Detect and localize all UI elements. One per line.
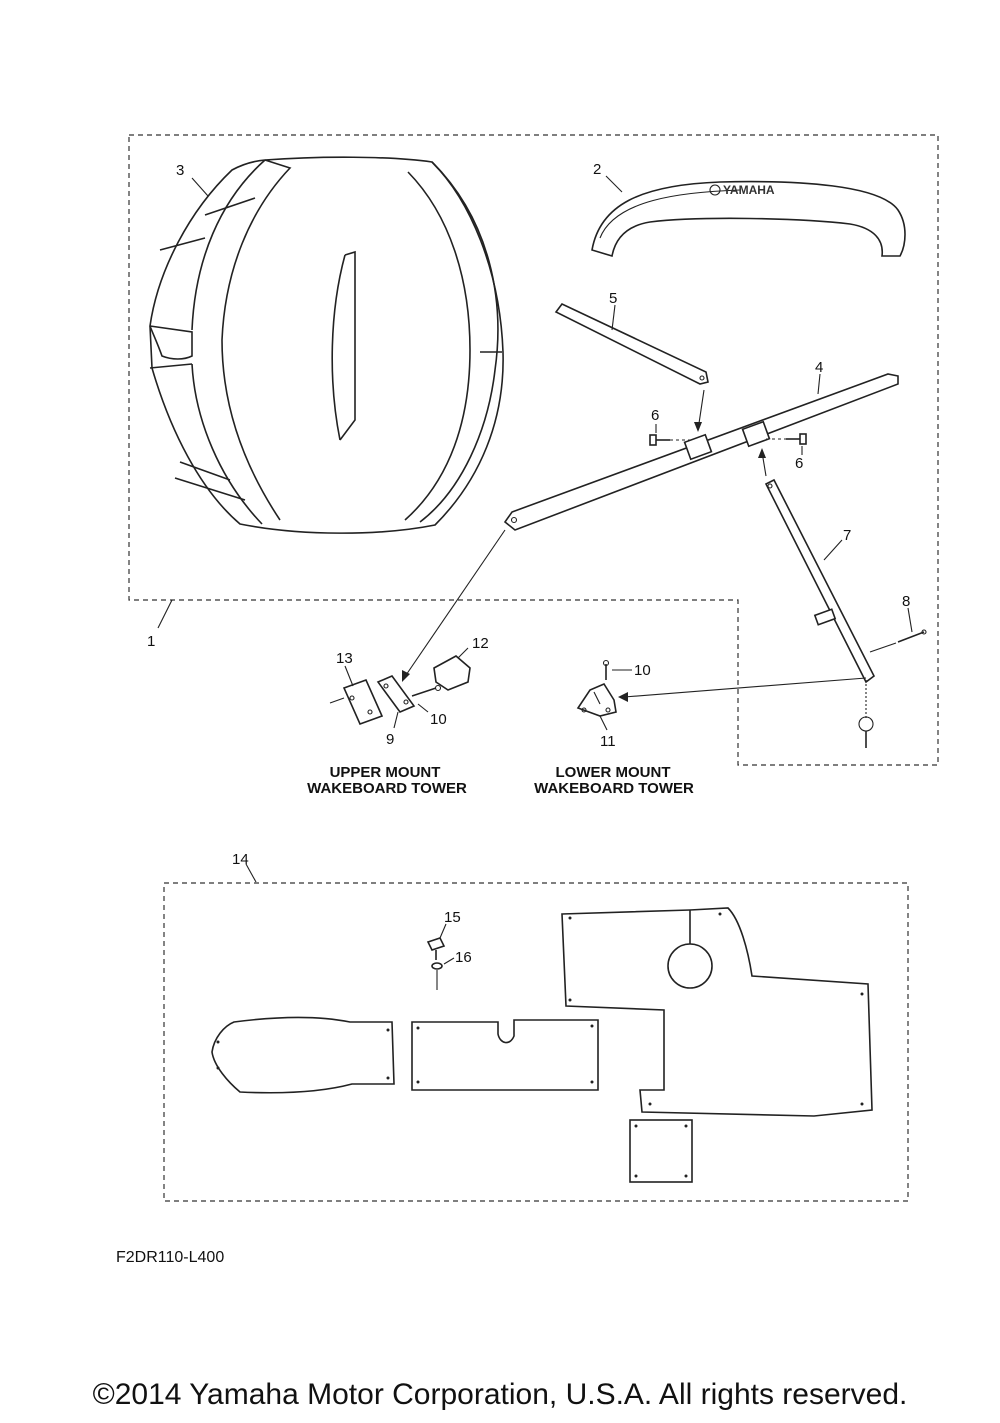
arrow-7-to-lower-mount [623, 677, 867, 698]
leader-5 [611, 304, 616, 331]
lower-mount-label-line2: WAKEBOARD TOWER [534, 780, 694, 797]
leader-10-upper [417, 703, 429, 713]
lower-mount-bolt-part-10 [602, 659, 610, 680]
strut-part-5 [554, 302, 709, 385]
callout-2: 2 [593, 161, 601, 178]
callout-12: 12 [472, 635, 489, 652]
arrow-head-5 [694, 422, 702, 432]
leader-9 [393, 711, 399, 729]
mat-deck-pad [561, 907, 873, 1117]
arrow-head-upper [402, 670, 410, 682]
brand-emblem-icon [709, 184, 721, 196]
mat-center-pad [411, 1019, 599, 1091]
callout-13: 13 [336, 650, 353, 667]
callout-16: 16 [455, 949, 472, 966]
pin-part-8 [897, 629, 927, 643]
padded-bar-part-2 [591, 180, 906, 258]
callout-11: 11 [600, 733, 616, 750]
lanyard-pin [858, 680, 874, 748]
upper-mount-cap-part-12 [433, 655, 471, 691]
washer-part-16 [431, 962, 443, 990]
upper-mount-label-line1: UPPER MOUNT [330, 764, 441, 781]
leader-11 [599, 715, 608, 731]
leader-7 [823, 539, 843, 561]
callout-6-left: 6 [651, 407, 659, 424]
upper-mount-label-line2: WAKEBOARD TOWER [307, 780, 467, 797]
arrow-8-to-7 [869, 642, 897, 653]
leader-3 [191, 177, 209, 197]
leader-8 [907, 607, 913, 633]
group-14-boundary [163, 882, 909, 1202]
callout-7: 7 [843, 527, 851, 544]
callout-3: 3 [176, 162, 184, 179]
bolt-part-6-left [649, 434, 670, 446]
callout-10-upper: 10 [430, 711, 447, 728]
leg-part-7 [764, 478, 876, 684]
leader-14 [245, 863, 257, 883]
callout-1: 1 [147, 633, 155, 650]
callout-4: 4 [815, 359, 823, 376]
brand-text: YAMAHA [723, 183, 775, 197]
main-bar-part-4 [503, 373, 899, 531]
callout-5: 5 [609, 290, 617, 307]
leader-12 [457, 647, 469, 659]
leader-2 [605, 175, 623, 193]
leader-16 [443, 957, 455, 965]
leader-4 [817, 373, 821, 395]
upper-mount-bracket-part-13 [329, 678, 384, 726]
lower-mount-label-line1: LOWER MOUNT [556, 764, 671, 781]
boat-cover-part-3 [149, 156, 504, 534]
copyright-notice: ©2014 Yamaha Motor Corporation, U.S.A. A… [92, 1378, 908, 1411]
arrow-4-to-upper-mount [403, 529, 506, 679]
arrow-head-7 [758, 448, 766, 458]
callout-10-lower: 10 [634, 662, 651, 679]
arrow-head-lower [618, 692, 628, 702]
upper-mount-bolt-part-10 [411, 684, 442, 697]
callout-6-right: 6 [795, 455, 803, 472]
diagram-code: F2DR110-L400 [116, 1249, 224, 1266]
callout-9: 9 [386, 731, 394, 748]
mat-bow-pad [211, 1016, 395, 1094]
mat-small-pad [629, 1119, 693, 1183]
callout-14: 14 [232, 851, 249, 868]
group-1-boundary [128, 134, 939, 766]
lower-mount-base-part-11 [576, 682, 617, 717]
leader-13 [344, 665, 354, 687]
leader-1 [157, 599, 173, 629]
callout-8: 8 [902, 593, 910, 610]
snap-stud-part-15 [426, 937, 446, 960]
bolt-part-6-right [786, 433, 807, 445]
leader-15 [439, 923, 447, 939]
upper-mount-plate-part-9 [376, 675, 416, 713]
callout-15: 15 [444, 909, 461, 926]
